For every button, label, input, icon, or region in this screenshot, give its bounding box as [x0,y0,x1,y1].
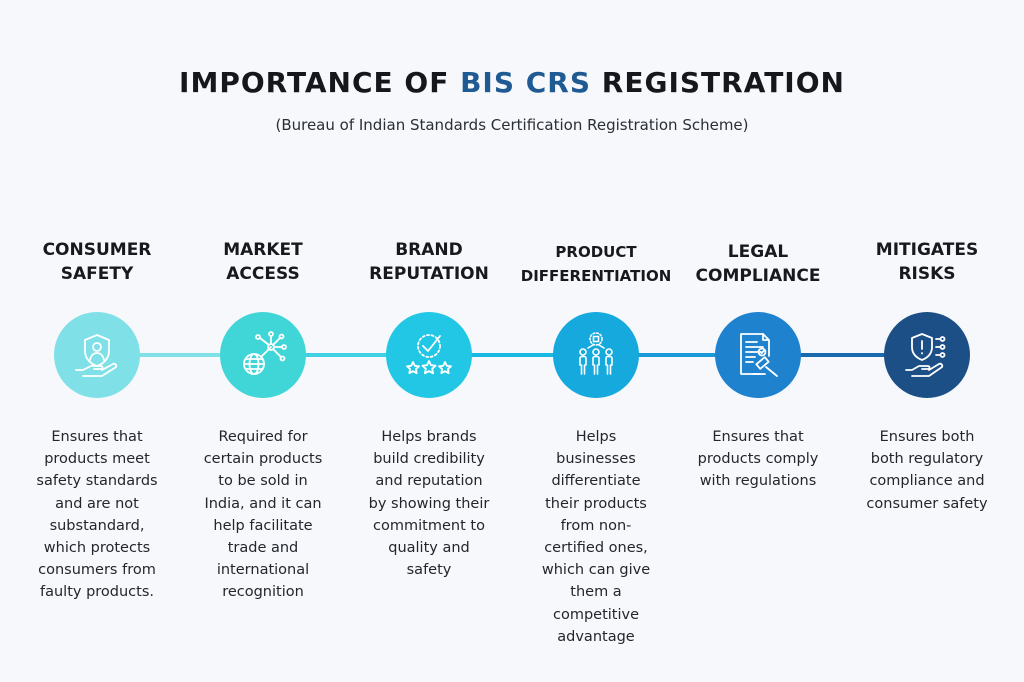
connector-line-5 [798,353,890,357]
step-heading: MARKET ACCESS [223,240,303,284]
hand-shield-alert-icon [905,333,946,377]
step-market-access: MARKET ACCESS Required for certain produ… [178,0,348,682]
step-circle [553,312,639,398]
step-product-differentiation: PRODUCT DIFFERENTIATION Helps businesses… [511,0,681,682]
connector-line-3 [464,353,556,357]
check-badge-stars-icon [406,334,452,375]
document-gavel-icon [740,333,778,377]
page-title: IMPORTANCE OF BIS CRS REGISTRATION [0,66,1024,99]
step-circle [54,312,140,398]
people-differentiation-icon [579,332,613,375]
step-heading: PRODUCT DIFFERENTIATION [520,243,672,285]
step-description: Helps businesses differentiate their pro… [541,429,651,645]
step-description: Ensures that products comply with regula… [697,429,819,490]
step-circle [884,312,970,398]
globe-network-icon [243,331,287,375]
connector-line-1 [128,353,220,357]
step-description: Required for certain products to be sold… [203,429,323,601]
title-prefix: IMPORTANCE OF [179,66,461,99]
step-heading: BRAND REPUTATION [369,240,489,284]
step-heading: LEGAL COMPLIANCE [695,242,821,286]
step-brand-reputation: BRAND REPUTATION Helps brands build cred… [344,0,514,682]
connector-line-2 [298,353,388,357]
step-circle [386,312,472,398]
hand-shield-person-icon [75,334,118,377]
step-description: Ensures both both regulatory compliance … [866,429,988,512]
step-circle [715,312,801,398]
step-description: Helps brands build credibility and reput… [368,429,490,579]
page-subtitle: (Bureau of Indian Standards Certificatio… [275,116,749,134]
step-description: Ensures that products meet safety standa… [36,429,158,601]
step-heading: MITIGATES RISKS [875,240,979,284]
title-accent: BIS CRS [460,66,592,99]
step-circle [220,312,306,398]
connector-line-4 [632,353,724,357]
step-mitigates-risks: MITIGATES RISKS Ensures both both regula… [842,0,1012,682]
step-legal-compliance: LEGAL COMPLIANCE Ensures that products c… [673,0,843,682]
title-suffix: REGISTRATION [591,66,845,99]
step-heading: CONSUMER SAFETY [42,240,152,284]
step-consumer-safety: CONSUMER SAFETY Ensures that products me… [12,0,182,682]
